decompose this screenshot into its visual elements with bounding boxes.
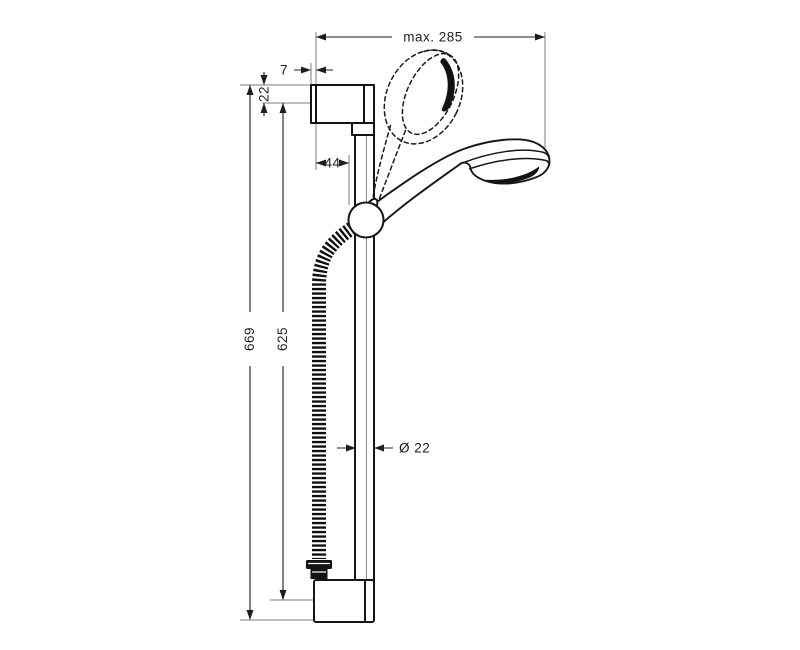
slider-holder — [347, 197, 385, 239]
bracket-collar — [351, 122, 375, 136]
alt-handle-edge — [376, 129, 407, 205]
hand-shower — [373, 138, 551, 228]
overall-height-label: 669 — [242, 327, 257, 351]
wall-to-bar-label: 44 — [324, 156, 340, 171]
connector-flange — [306, 560, 332, 569]
bar-diameter-label: Ø 22 — [399, 441, 430, 456]
hand-shower-outline — [373, 138, 551, 228]
alt-head-outline — [383, 49, 464, 145]
dimension-plate-thickness: 7 — [280, 63, 333, 84]
wall-bracket-top — [310, 84, 375, 136]
spray-face-shadow — [481, 166, 540, 183]
connector-nut — [310, 569, 328, 579]
hand-shower-alt-position-dashed — [371, 49, 464, 205]
dimension-overall-height: 669 — [240, 85, 314, 621]
head-seam-line — [468, 157, 550, 170]
plate-thickness-label: 7 — [280, 63, 288, 78]
hose-connector — [306, 560, 332, 579]
wall-bracket-bottom — [313, 579, 375, 623]
slider-knob — [347, 201, 385, 239]
max-width-label: max. 285 — [403, 30, 463, 45]
alt-spray-face-shadow — [440, 58, 455, 112]
dimension-wall-to-bar: 44 — [316, 155, 350, 205]
alt-head-rim-arc — [423, 49, 452, 57]
bar-length-label: 625 — [275, 327, 290, 351]
dimension-bar-diameter: Ø 22 — [337, 441, 430, 456]
alt-head-inner-outline — [401, 52, 460, 136]
bracket-body — [313, 579, 375, 623]
shower-set-drawing — [306, 49, 551, 623]
shower-hose — [306, 222, 357, 579]
dimension-bar-length: 625 — [270, 103, 314, 601]
alt-handle-edge — [371, 124, 392, 201]
head-seam-line — [460, 149, 551, 165]
dimension-bracket-height: 22 — [240, 72, 311, 116]
bracket-height-label: 22 — [257, 86, 272, 102]
hose-ribbed-body — [312, 222, 357, 559]
dimension-max-width: max. 285 — [315, 30, 546, 170]
